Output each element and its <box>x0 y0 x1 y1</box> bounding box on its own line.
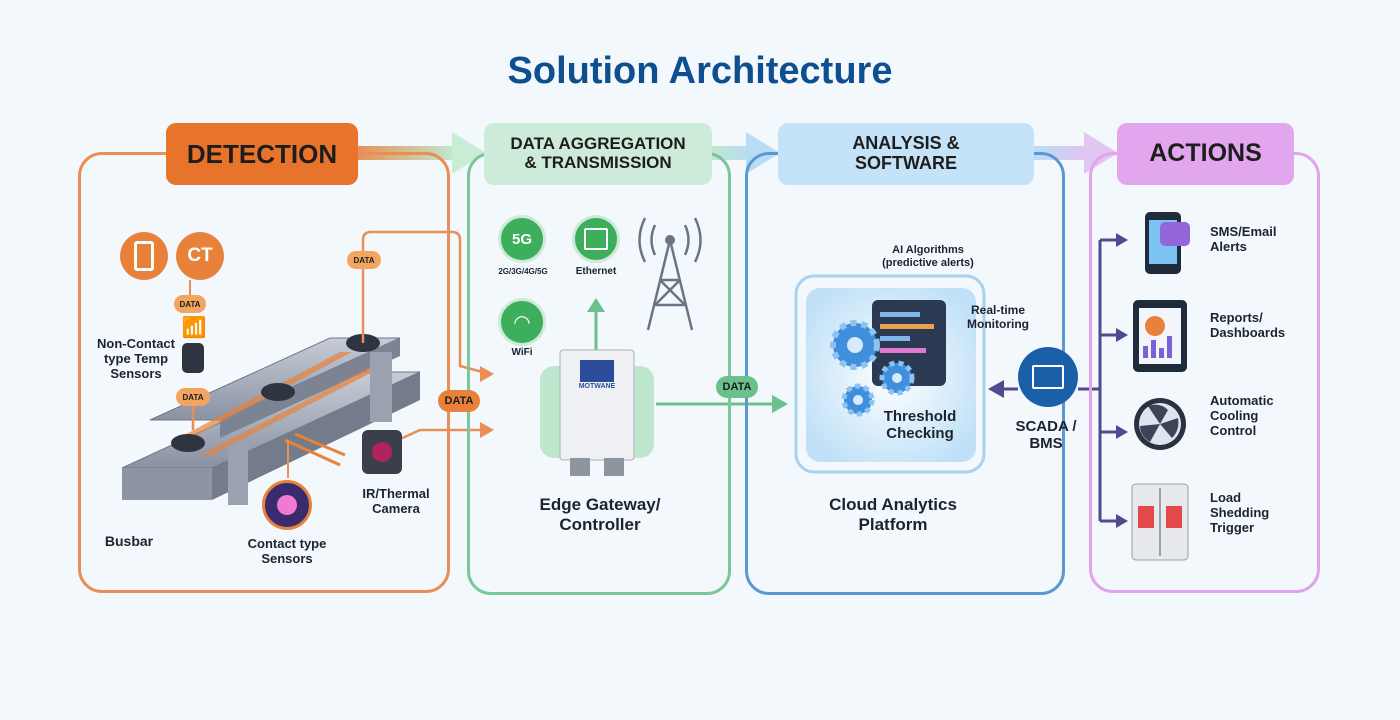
action-label-reports: Reports/ Dashboards <box>1210 310 1286 340</box>
gateway-device <box>559 349 635 461</box>
5g-icon: 5G <box>498 215 546 263</box>
ethernet-label: Ethernet <box>575 266 617 277</box>
cellular-label: 2G/3G/4G/5G <box>498 267 548 276</box>
ethernet-icon <box>572 215 620 263</box>
action-label-alerts: SMS/Email Alerts <box>1210 224 1277 254</box>
wifi-icon: ◠ <box>498 298 546 346</box>
cell-tower-icon <box>638 217 702 331</box>
phone-icon <box>1145 212 1190 274</box>
tablet-dashboard-icon <box>1133 300 1187 372</box>
battery-icon <box>120 232 168 280</box>
circuit-breaker-icon <box>1131 483 1189 561</box>
flow-arrow-1-head <box>452 132 486 174</box>
wifi-label: WiFi <box>511 347 533 358</box>
camera-label: IR/Thermal Camera <box>362 486 430 516</box>
ct-icon: CT <box>176 232 224 280</box>
data-tag-nc-sensor: DATA <box>174 295 206 313</box>
sensor-data-line-top <box>361 230 491 376</box>
contact-sensor-label: Contact type Sensors <box>247 536 327 566</box>
wireless-signal-icon: 📶 <box>181 316 207 339</box>
stage-header-actions: ACTIONS <box>1117 123 1294 185</box>
temp-sensor-icon <box>182 343 204 373</box>
busbar-illustration <box>121 334 421 505</box>
data-tag-gateway: DATA <box>716 376 758 398</box>
data-tag-camera: DATA <box>438 390 480 412</box>
stage-header-analysis: ANALYSIS & SOFTWARE <box>778 123 1034 185</box>
cloud-analytics-label: Cloud Analytics Platform <box>829 495 957 534</box>
busbar-label: Busbar <box>104 533 154 549</box>
stage-header-aggregation: DATA AGGREGATION & TRANSMISSION <box>484 123 712 185</box>
threshold-checking-label: Threshold Checking <box>883 408 957 443</box>
gateway-label: Edge Gateway/ Controller <box>539 495 661 534</box>
fan-icon <box>1134 398 1186 450</box>
data-tag-busbar-sensor: DATA <box>176 388 210 406</box>
camera-data-line <box>397 428 490 442</box>
action-label-cooling: Automatic Cooling Control <box>1210 393 1274 438</box>
realtime-monitoring-label: Real-time Monitoring <box>967 303 1029 331</box>
action-label-load-shedding: Load Shedding Trigger <box>1210 490 1270 535</box>
scada-monitor-icon <box>1018 347 1078 407</box>
scada-label: SCADA / BMS <box>1015 418 1077 453</box>
non-contact-sensor-label: Non-Contact type Temp Sensors <box>97 336 175 381</box>
cloud-box-outline <box>794 274 986 474</box>
page-title: Solution Architecture <box>507 50 893 92</box>
stage-header-detection: DETECTION <box>166 123 358 185</box>
contact-sensor-icon <box>262 480 312 530</box>
thermal-camera-icon <box>362 430 402 474</box>
gateway-brand: MOTWANE <box>578 383 616 390</box>
data-tag-top-sensor: DATA <box>347 251 381 269</box>
ai-algorithms-label: AI Algorithms (predictive alerts) <box>882 244 974 269</box>
